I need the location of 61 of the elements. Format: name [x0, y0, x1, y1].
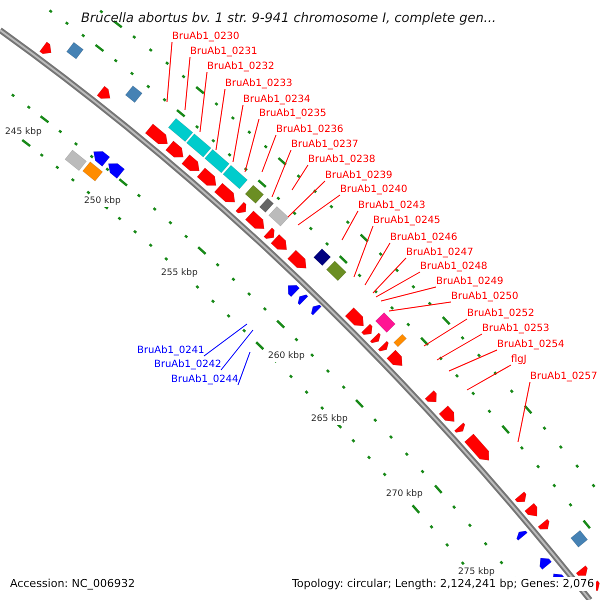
leader-line [342, 210, 358, 240]
leader-line [184, 56, 190, 110]
gene-label: BruAb1_0232 [207, 61, 274, 73]
leader-line [244, 118, 260, 172]
gene-label: BruAb1_0242 [154, 359, 222, 371]
leader-line [200, 72, 208, 132]
leader-line [204, 324, 248, 356]
gene-label: BruAb1_0241 [137, 345, 204, 357]
gene-label: BruAb1_0253 [482, 323, 550, 335]
gene-label: flgJ [511, 354, 527, 366]
gene-label: BruAb1_0254 [497, 339, 564, 351]
gene-label: BruAb1_0236 [276, 124, 344, 136]
gene-label: BruAb1_0235 [259, 108, 326, 120]
gene-label: BruAb1_0249 [436, 276, 504, 288]
leader-line [466, 364, 512, 390]
gene-label: BruAb1_0252 [467, 308, 534, 320]
footer-text: Topology: circular; Length: 2,124,241 bp; Genes: 2,076 [290, 577, 596, 591]
scale-label: 265 kbp [311, 413, 348, 425]
leader-line [216, 88, 226, 150]
leader-line [272, 150, 292, 198]
leader-line [372, 258, 406, 294]
map-title: Brucella abortus bv. 1 str. 9-941 chromosome I, complete gen... [81, 11, 496, 27]
leader-line [354, 226, 374, 278]
leader-line [364, 242, 390, 286]
leader-line [292, 164, 308, 190]
leader-line [388, 302, 452, 312]
gene-label: BruAb1_0244 [171, 374, 238, 386]
gene-label: BruAb1_0246 [390, 232, 458, 244]
leader-line [376, 272, 420, 298]
scale-label: 270 kbp [386, 488, 423, 500]
scale-label: 260 kbp [268, 350, 305, 362]
gene-label: BruAb1_0239 [325, 170, 392, 182]
gene-label: BruAb1_0247 [406, 247, 474, 259]
leader-line [436, 334, 482, 360]
gene-label: BruAb1_0257 [530, 371, 598, 383]
leader-line [448, 350, 498, 372]
gene-label: BruAb1_0238 [308, 154, 376, 166]
leader-line [380, 286, 436, 302]
gene-label: BruAb1_0243 [358, 200, 426, 212]
leader-line [288, 180, 326, 218]
gene-label: BruAb1_0248 [420, 261, 488, 273]
leader-line [238, 352, 250, 386]
gene-label: BruAb1_0230 [172, 31, 240, 43]
leader-line [424, 318, 468, 346]
gene-label: BruAb1_0237 [291, 139, 358, 151]
scale-label: 250 kbp [84, 195, 121, 207]
gene-label: BruAb1_0231 [190, 46, 258, 58]
scale-label: 245 kbp [5, 126, 42, 138]
leader-line [220, 330, 254, 370]
gene-label: BruAb1_0234 [243, 94, 310, 106]
scale-label: 275 kbp [458, 566, 495, 578]
gene-label: BruAb1_0250 [451, 291, 518, 303]
gene-label: BruAb1_0240 [340, 184, 408, 196]
gene-label: BruAb1_0245 [373, 215, 440, 227]
leader-line [518, 382, 530, 442]
scale-label: 255 kbp [161, 267, 198, 279]
gene-label: BruAb1_0233 [225, 78, 292, 90]
leader-line [232, 104, 244, 162]
leader-line [298, 194, 340, 226]
leader-line [166, 42, 172, 102]
leader-line [262, 134, 276, 172]
